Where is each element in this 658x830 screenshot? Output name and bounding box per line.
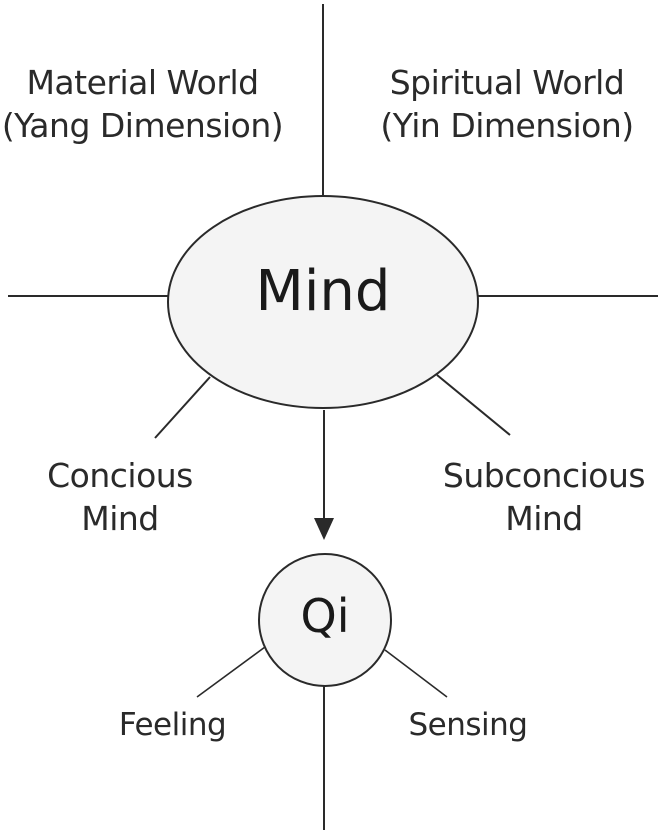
qi-label: Qi (300, 589, 350, 643)
connector-feeling (196, 646, 266, 698)
connector-concious (154, 376, 211, 439)
sensing-label: Sensing (408, 707, 529, 743)
arrow-mind-to-qi-head (314, 518, 334, 540)
spiritual-world-label: Spiritual World (Yin Dimension) (380, 63, 634, 145)
qi-circle (258, 553, 392, 687)
connector-subconcious (436, 374, 511, 436)
material-world-label: Material World (Yang Dimension) (1, 63, 284, 145)
connector-sensing (384, 649, 448, 698)
subconcious-mind-label: Subconcious Mind (442, 456, 646, 538)
mind-label: Mind (255, 259, 391, 324)
feeling-label: Feeling (118, 707, 227, 743)
concious-mind-label: Concious Mind (47, 456, 193, 538)
mind-ellipse (167, 195, 479, 409)
